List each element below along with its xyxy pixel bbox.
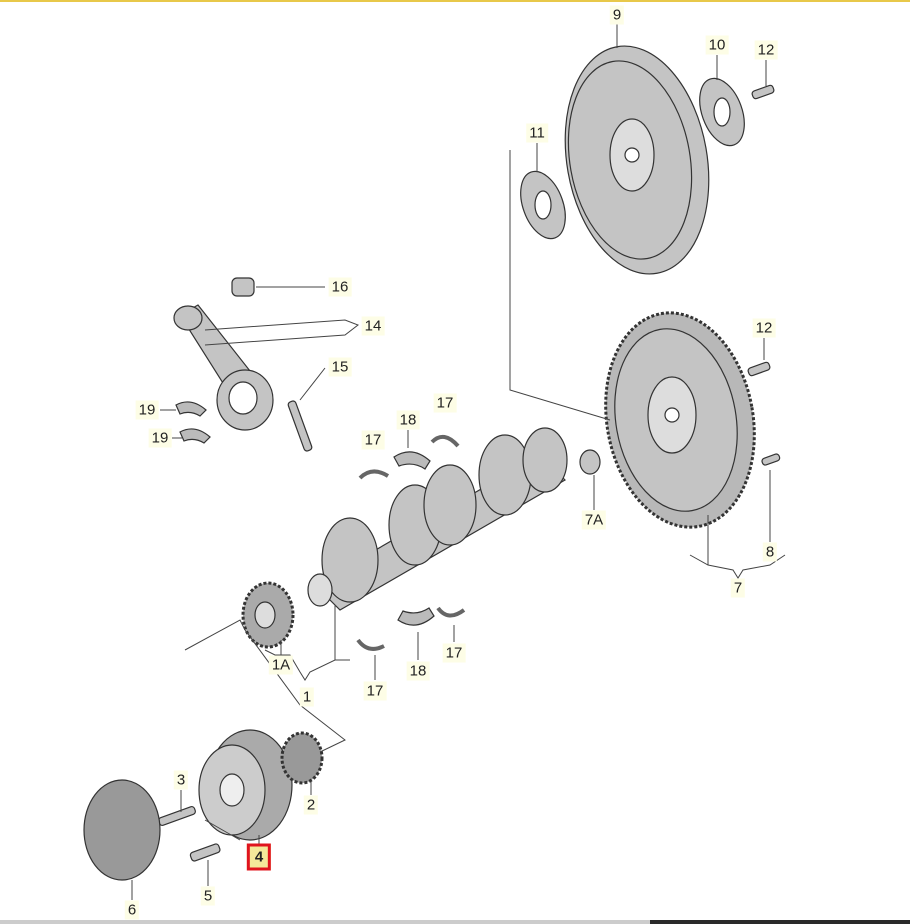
callout-11[interactable]: 11 (526, 123, 548, 143)
part-12-bolt[interactable] (747, 84, 775, 377)
callout-6[interactable]: 6 (124, 900, 140, 920)
part-1-crankshaft[interactable] (307, 427, 568, 611)
callout-17[interactable]: 17 (361, 430, 385, 450)
callout-7a[interactable]: 7A (581, 510, 607, 530)
callout-7[interactable]: 7 (730, 578, 746, 598)
callout-4-highlighted[interactable]: 4 (246, 843, 272, 871)
callout-14[interactable]: 14 (361, 316, 385, 336)
part-11-shim-plate[interactable] (512, 165, 574, 244)
part-1a-crank-gear[interactable] (241, 581, 295, 649)
callout-18[interactable]: 18 (406, 661, 430, 681)
callout-19[interactable]: 19 (148, 428, 172, 448)
top-border (0, 0, 910, 2)
part-16-bushing[interactable] (231, 277, 255, 297)
part-9-flywheel-plate[interactable] (548, 35, 726, 286)
thrust-washers[interactable] (356, 434, 466, 651)
callout-10[interactable]: 10 (705, 35, 729, 55)
part-3-bolt[interactable] (158, 805, 196, 827)
bearing-shells[interactable] (175, 401, 435, 626)
part-15-bolt[interactable] (287, 400, 313, 452)
callout-17[interactable]: 17 (363, 681, 387, 701)
callout-9[interactable]: 9 (609, 5, 625, 25)
callout-12[interactable]: 12 (754, 40, 778, 60)
callout-18[interactable]: 18 (396, 410, 420, 430)
part-14-connecting-rod[interactable] (173, 304, 274, 431)
callout-3[interactable]: 3 (173, 770, 189, 790)
callout-12[interactable]: 12 (752, 318, 776, 338)
bottom-dark-strip (650, 920, 910, 924)
part-4-vibration-damper[interactable] (198, 729, 293, 841)
part-8-dowel-pin[interactable] (761, 453, 781, 466)
part-7-flywheel[interactable] (589, 301, 770, 539)
callout-15[interactable]: 15 (328, 357, 352, 377)
part-2-timing-gear[interactable] (280, 731, 324, 785)
callout-16[interactable]: 16 (328, 277, 352, 297)
callout-19[interactable]: 19 (135, 400, 159, 420)
part-6-cover-cap[interactable] (83, 779, 161, 881)
bottom-edge (0, 920, 910, 924)
part-10-shim-plate[interactable] (691, 72, 753, 151)
callout-1[interactable]: 1 (299, 687, 315, 707)
callout-17[interactable]: 17 (433, 393, 457, 413)
callout-5[interactable]: 5 (200, 886, 216, 906)
callout-17[interactable]: 17 (442, 643, 466, 663)
part-5-bolt[interactable] (189, 843, 221, 862)
callout-8[interactable]: 8 (762, 542, 778, 562)
callout-1a[interactable]: 1A (268, 655, 294, 675)
leader-lines (131, 24, 786, 900)
part-7a-needle-bearing[interactable] (579, 449, 601, 475)
callout-2[interactable]: 2 (303, 795, 319, 815)
